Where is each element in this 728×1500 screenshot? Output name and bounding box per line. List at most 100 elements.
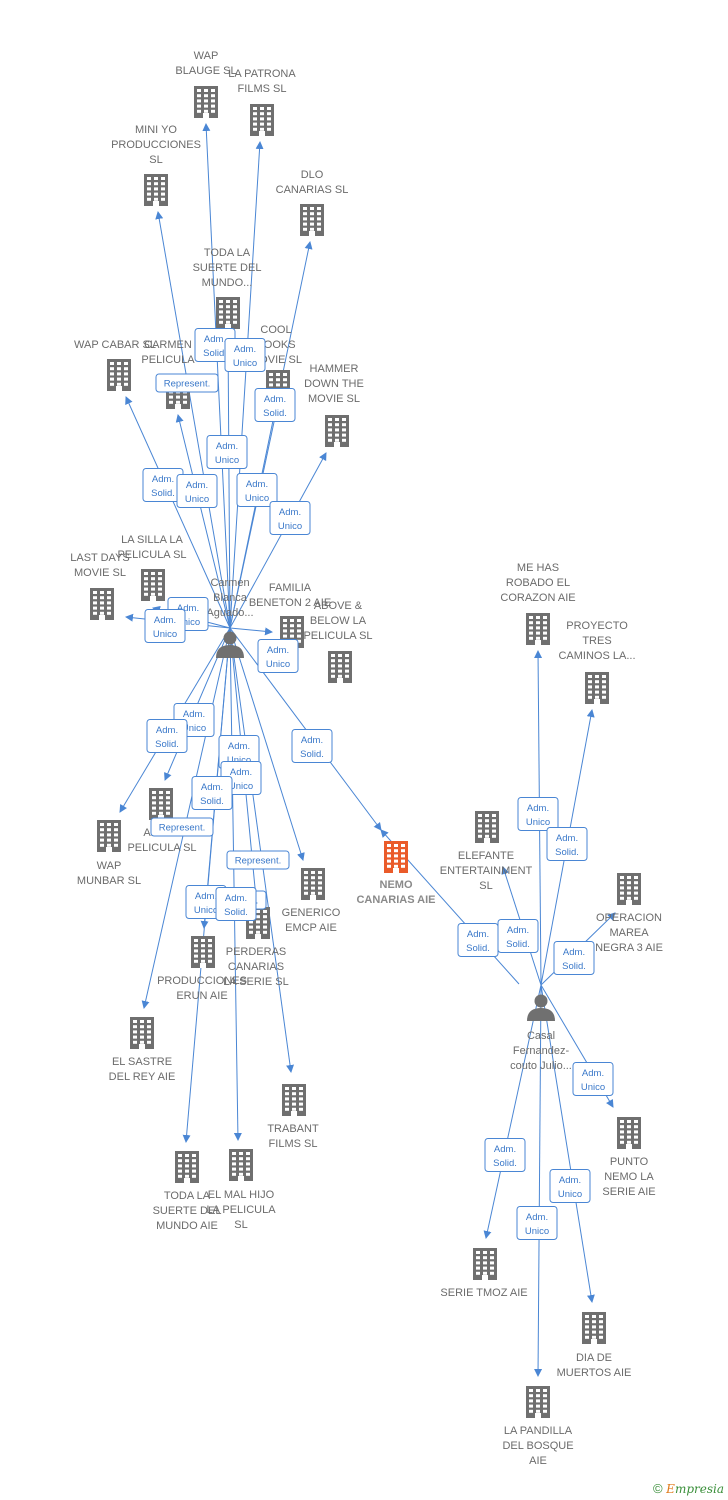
node-label-line: DOWN THE bbox=[304, 378, 364, 390]
edge-role-label[interactable]: Represent. bbox=[150, 817, 214, 837]
node-label-line: BENETON 2 AIE bbox=[249, 597, 331, 609]
edge-role-label-text: Unico bbox=[266, 659, 290, 670]
edge-role-label[interactable]: Adm.Unico bbox=[257, 639, 299, 673]
building-icon bbox=[526, 1386, 550, 1418]
edge-carmen-trabant bbox=[229, 627, 295, 1073]
edge-role-label-text: Unico bbox=[194, 905, 218, 916]
node-label-line: LA PELICULA bbox=[206, 1204, 276, 1216]
edge-role-label-text: Unico bbox=[215, 455, 239, 466]
edge-role-label-text: Adm. bbox=[154, 615, 176, 626]
edge-role-label[interactable]: Adm. Unico bbox=[516, 1206, 558, 1240]
edge-role-label[interactable]: Adm.Unico bbox=[549, 1169, 591, 1203]
edge-casal-dia bbox=[540, 984, 595, 1303]
edge-role-label[interactable]: Adm.Unico bbox=[236, 473, 278, 507]
node-label-line: SL bbox=[479, 880, 492, 892]
edge-role-label-text: Adm. bbox=[230, 767, 252, 778]
edge-role-label[interactable]: Adm.Solid. bbox=[191, 776, 233, 810]
building-icon bbox=[149, 788, 173, 820]
node-label-line: SUERTE DEL bbox=[193, 262, 262, 274]
node-label-line: LA PATRONA bbox=[228, 68, 296, 80]
edge-role-label-text: Adm. bbox=[301, 735, 323, 746]
node-label-line: MOVIE SL bbox=[74, 567, 126, 579]
edge-role-label[interactable]: Adm.Solid. bbox=[215, 887, 257, 921]
copyright-symbol: © bbox=[652, 1481, 663, 1496]
edge-role-label[interactable]: Adm.Solid. bbox=[497, 919, 539, 953]
edge-role-label[interactable]: Adm.Solid. bbox=[254, 388, 296, 422]
node-label-line: ABOVE & bbox=[314, 600, 363, 612]
edge-role-label[interactable]: Adm.Unico bbox=[206, 435, 248, 469]
building-icon bbox=[194, 86, 218, 118]
edge-role-label-text: Solid. bbox=[300, 749, 324, 760]
edge-casal-serie_tmoz bbox=[483, 984, 542, 1239]
edge-role-label[interactable]: Adm.Solid. bbox=[142, 468, 184, 502]
edge-role-label[interactable]: Adm.Unico bbox=[517, 797, 559, 831]
edge-role-label[interactable]: Adm. Unico bbox=[144, 609, 186, 643]
copyright-footer: © Empresia bbox=[653, 1481, 724, 1496]
edge-role-label-text: Unico bbox=[525, 1226, 549, 1237]
edge-role-label[interactable]: Adm.Solid. bbox=[457, 923, 499, 957]
node-carmen[interactable]: CarmenBlancaAguado... bbox=[206, 577, 254, 658]
node-serie_tmoz[interactable]: SERIE TMOZ AIE bbox=[440, 1248, 528, 1299]
edge-role-label[interactable]: Represent. bbox=[155, 373, 219, 393]
edge-role-label-text: Unico bbox=[558, 1189, 582, 1200]
edge-role-label[interactable]: Adm.Unico bbox=[269, 501, 311, 535]
edge-role-label-text: Adm. bbox=[264, 394, 286, 405]
node-label-line: CANARIAS SL bbox=[276, 184, 349, 196]
node-label-line: CANARIAS AIE bbox=[356, 894, 435, 906]
edge-role-label[interactable]: Adm. Solid. bbox=[291, 729, 333, 763]
edge-role-label-text: Adm. bbox=[556, 833, 578, 844]
edge-role-label[interactable]: Adm.Solid. bbox=[146, 719, 188, 753]
brand-logo[interactable]: Empresia bbox=[666, 1482, 724, 1496]
building-icon bbox=[617, 1117, 641, 1149]
node-label-line: BOOKS bbox=[256, 339, 295, 351]
node-wap_cabar[interactable]: WAP CABAR SL bbox=[74, 339, 156, 391]
edge-role-label[interactable]: Adm.Unico bbox=[572, 1062, 614, 1096]
edge-role-label-text: Represent. bbox=[164, 379, 210, 390]
node-label-line: CAMINOS LA... bbox=[558, 650, 635, 662]
node-label-line: NEMO LA bbox=[604, 1171, 654, 1183]
building-icon bbox=[141, 569, 165, 601]
edge-role-label[interactable]: Adm.Unico bbox=[218, 735, 260, 769]
edge-role-label-text: Adm. bbox=[526, 1212, 548, 1223]
edge-role-label[interactable]: Adm.Solid. bbox=[553, 941, 595, 975]
edge-role-label[interactable]: Adm.Solid. bbox=[484, 1138, 526, 1172]
edge-role-label[interactable]: Adm.Solid. bbox=[546, 827, 588, 861]
node-label-line: DEL REY AIE bbox=[109, 1071, 176, 1083]
edge-role-label-text: Unico bbox=[153, 629, 177, 640]
edge-role-label-text: Unico bbox=[245, 493, 269, 504]
node-label-line: Blanca bbox=[213, 592, 248, 604]
edge-role-label-text: Unico bbox=[227, 755, 251, 766]
edge-role-label[interactable]: Adm.Unico bbox=[176, 474, 218, 508]
node-label-line: WAP bbox=[97, 860, 122, 872]
edge-role-label[interactable]: Represent. bbox=[226, 850, 290, 870]
edge-role-label[interactable]: Adm.Unico bbox=[224, 338, 266, 372]
building-icon bbox=[582, 1312, 606, 1344]
node-label-line: ME HAS bbox=[517, 562, 559, 574]
edge-role-label-text: Solid. bbox=[155, 739, 179, 750]
